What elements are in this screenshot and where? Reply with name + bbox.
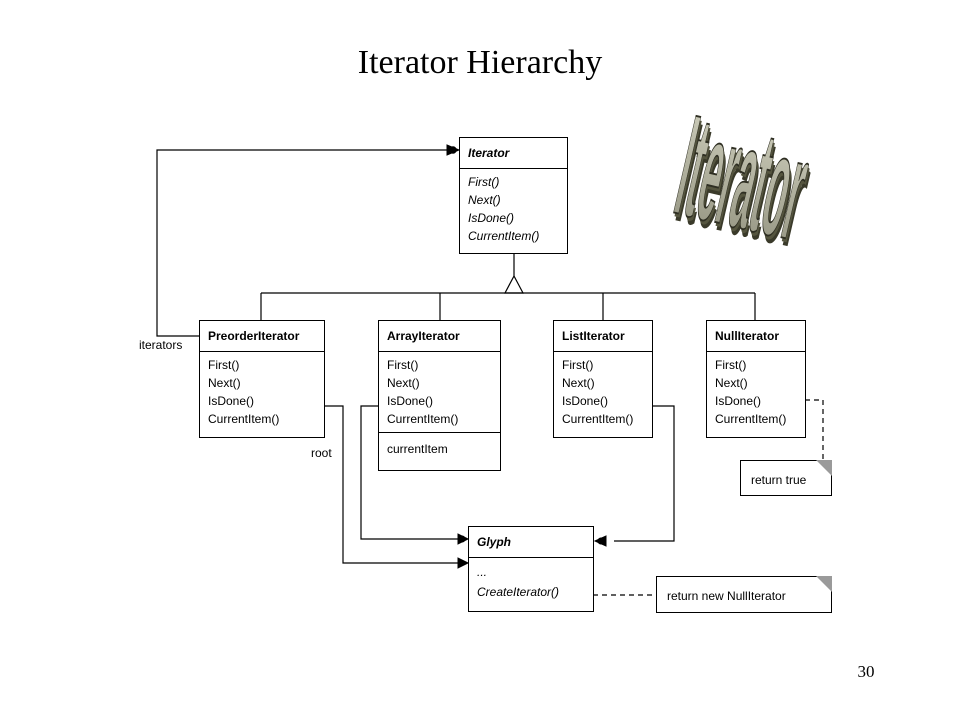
root-association: [324, 405, 458, 564]
operation: IsDone(): [208, 394, 255, 408]
slide-title: Iterator Hierarchy: [357, 44, 603, 81]
iterators-association: [156, 149, 447, 337]
operation: CurrentItem(): [387, 412, 459, 426]
svg-text:Iterator: Iterator: [664, 108, 821, 270]
note-return-true: return true: [740, 460, 832, 496]
label-root: root: [311, 446, 332, 460]
operation: IsDone(): [715, 394, 762, 408]
note-fold-icon: [816, 576, 832, 592]
operation: IsDone(): [387, 394, 434, 408]
class-null-iterator-name: NullIterator: [707, 321, 805, 352]
class-list-iterator-name: ListIterator: [554, 321, 652, 352]
class-preorder-iterator: PreorderIterator First() Next() IsDone()…: [199, 320, 325, 438]
list-glyph-dot: [597, 537, 605, 545]
operation: CurrentItem(): [562, 412, 634, 426]
class-iterator-name: Iterator: [460, 138, 567, 169]
operation: ...: [477, 565, 488, 579]
class-iterator-operations: First() Next() IsDone() CurrentItem(): [460, 169, 567, 249]
note-return-null-iterator-text: return new NullIterator: [667, 589, 786, 603]
root-arrowhead: [457, 557, 470, 569]
class-list-iterator: ListIterator First() Next() IsDone() Cur…: [553, 320, 653, 438]
operation: First(): [468, 175, 500, 189]
class-list-iterator-operations: First() Next() IsDone() CurrentItem(): [554, 352, 652, 432]
attribute: currentItem: [387, 442, 448, 456]
inheritance-triangle: [504, 274, 524, 294]
class-glyph-name: Glyph: [469, 527, 593, 558]
class-glyph-operations: ... CreateIterator(): [469, 558, 593, 606]
class-null-iterator: NullIterator First() Next() IsDone() Cur…: [706, 320, 806, 438]
class-array-iterator-operations: First() Next() IsDone() CurrentItem(): [379, 352, 500, 432]
operation: CurrentItem(): [468, 229, 540, 243]
operation: CurrentItem(): [715, 412, 787, 426]
iterator-wordart-logo: Iterator Iterator Iterator: [664, 108, 823, 276]
note-return-null-iterator: return new NullIterator: [656, 576, 832, 613]
operation: First(): [562, 358, 594, 372]
class-array-iterator-name: ArrayIterator: [379, 321, 500, 352]
operation: First(): [208, 358, 240, 372]
operation: Next(): [562, 376, 595, 390]
class-preorder-iterator-operations: First() Next() IsDone() CurrentItem(): [200, 352, 324, 432]
class-glyph: Glyph ... CreateIterator(): [468, 526, 594, 612]
label-iterators: iterators: [139, 338, 183, 352]
class-null-iterator-operations: First() Next() IsDone() CurrentItem(): [707, 352, 805, 432]
class-array-iterator: ArrayIterator First() Next() IsDone() Cu…: [378, 320, 501, 471]
list-glyph-association: [614, 405, 675, 542]
note-return-true-text: return true: [751, 473, 807, 487]
class-preorder-iterator-name: PreorderIterator: [200, 321, 324, 352]
operation: CurrentItem(): [208, 412, 280, 426]
operation: Next(): [468, 193, 501, 207]
operation: Next(): [208, 376, 241, 390]
iterator-aggregation-dot: [449, 146, 457, 154]
array-glyph-dot: [458, 535, 466, 543]
operation: IsDone(): [562, 394, 609, 408]
array-glyph-association: [360, 405, 458, 540]
class-iterator: Iterator First() Next() IsDone() Current…: [459, 137, 568, 254]
note-fold-icon: [816, 460, 832, 476]
operation: Next(): [387, 376, 420, 390]
class-array-iterator-attributes: currentItem: [379, 432, 500, 465]
operation: Next(): [715, 376, 748, 390]
operation: First(): [387, 358, 419, 372]
page-number: 30: [857, 662, 875, 681]
operation: First(): [715, 358, 747, 372]
operation: IsDone(): [468, 211, 515, 225]
operation: CreateIterator(): [477, 585, 560, 599]
